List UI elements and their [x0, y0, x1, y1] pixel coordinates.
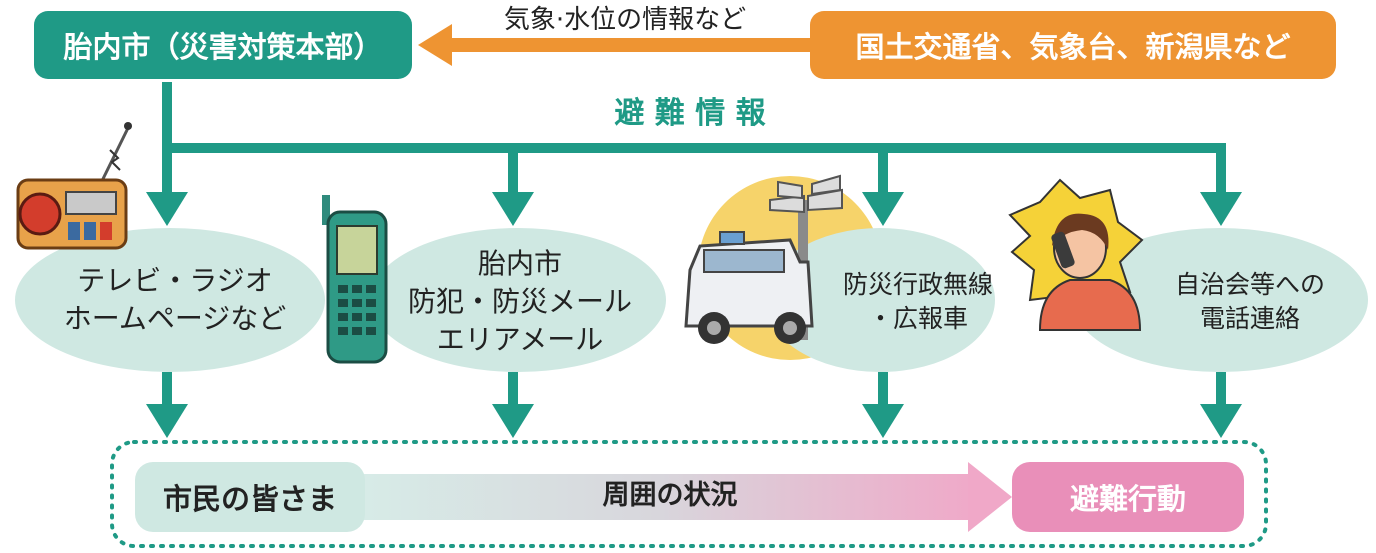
channel-4-line-2: 電話連絡 — [1199, 304, 1300, 333]
channel-1-text: テレビ・ラジオ ホームページなど — [25, 250, 325, 350]
arrow-to-channel-4 — [1200, 192, 1242, 226]
channel-2-text: 胎内市 防犯・防災メール エリアメール — [370, 242, 670, 362]
radio-icon — [16, 122, 132, 250]
channel-4-text: 自治会等への 電話連絡 — [1150, 262, 1350, 342]
agencies-box: 国土交通省、気象台、新潟県など — [810, 11, 1336, 79]
channel-4-line-1: 自治会等への — [1174, 270, 1325, 299]
info-flow-arrow — [418, 24, 813, 66]
channel-2-line-1: 胎内市 — [477, 247, 562, 280]
loudspeaker-van-icon — [684, 174, 843, 344]
channel-ellipse-2 — [370, 228, 666, 372]
evacuation-info-label: 避 難 情 報 — [614, 96, 766, 131]
city-hq-box: 胎内市（災害対策本部） — [34, 11, 412, 79]
down-arrows-top — [146, 192, 1242, 226]
arrow-to-channel-1 — [146, 192, 188, 226]
woman-on-phone-icon — [1008, 178, 1144, 331]
evacuation-action-box: 避難行動 — [1012, 462, 1244, 532]
distribution-lines — [162, 82, 1226, 193]
situation-arrow — [340, 462, 1012, 532]
channel-3-line-1: 防災行政無線 — [842, 270, 993, 299]
channel-ellipse-3 — [765, 228, 995, 372]
channel-ellipse-1 — [15, 228, 325, 372]
channel-2-line-2: 防犯・防災メール — [407, 285, 632, 318]
arrow-to-channel-3 — [862, 192, 904, 226]
citizens-label: 市民の皆さま — [162, 482, 337, 516]
channel-1-line-1: テレビ・ラジオ — [77, 264, 273, 297]
channel-ellipse-4 — [1072, 228, 1368, 372]
agencies-label: 国土交通省、気象台、新潟県など — [855, 30, 1291, 64]
city-hq-label: 胎内市（災害対策本部） — [63, 30, 383, 64]
mobile-phone-icon — [322, 195, 388, 364]
channel-3-line-2: ・広報車 — [867, 304, 968, 333]
citizens-frame — [110, 440, 1268, 548]
citizens-box: 市民の皆さま — [135, 462, 365, 532]
evacuation-action-label: 避難行動 — [1069, 482, 1186, 516]
down-arrows-bottom — [146, 372, 1242, 438]
channel-1-line-2: ホームページなど — [63, 302, 287, 335]
situation-label: 周囲の状況 — [602, 480, 738, 511]
arrow-to-channel-2 — [492, 192, 534, 226]
info-flow-label: 気象·水位の情報など — [503, 5, 747, 35]
channel-2-line-3: エリアメール — [436, 323, 604, 356]
channel-3-text: 防災行政無線 ・広報車 — [828, 262, 1008, 342]
